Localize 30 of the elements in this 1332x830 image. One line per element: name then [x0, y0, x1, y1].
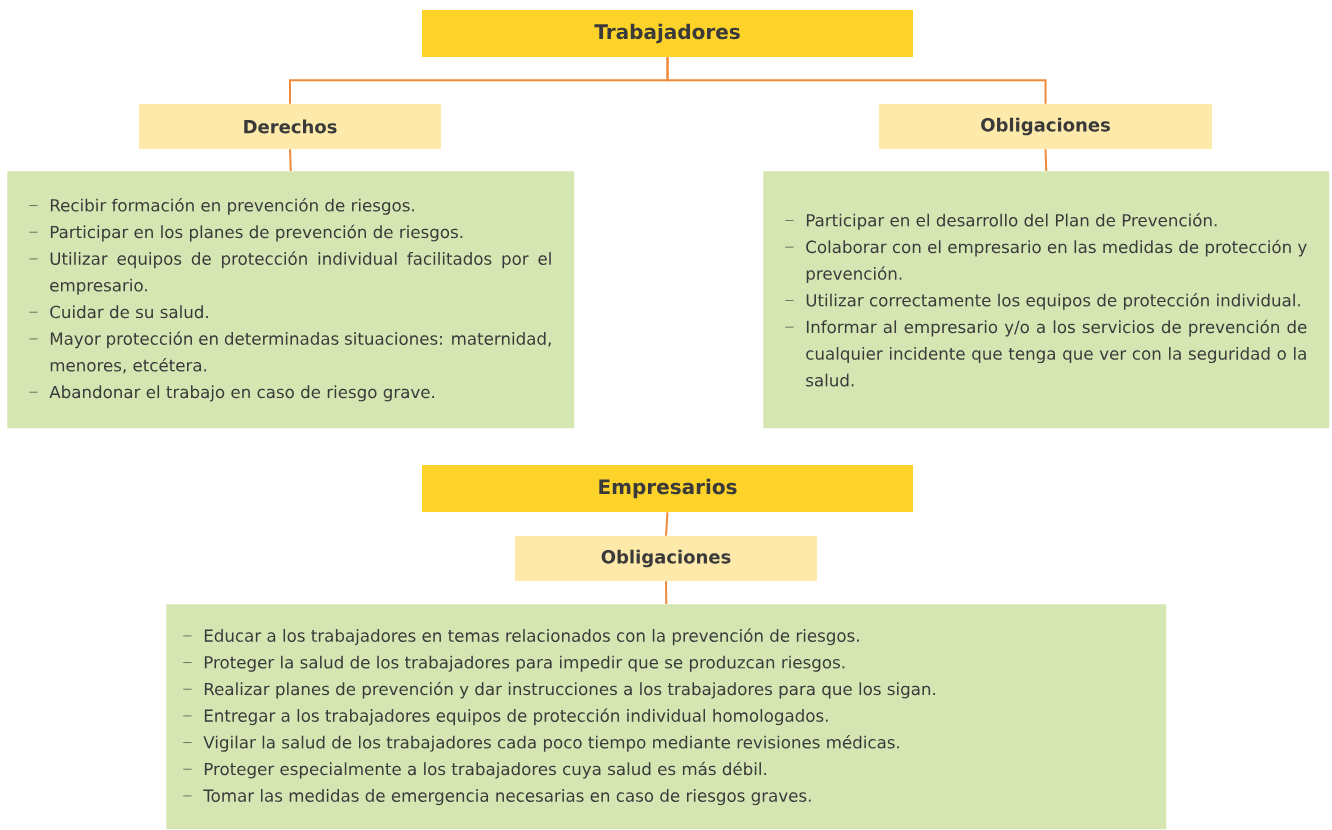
- list-item: Proteger la salud de los trabajadores para impedir que se produzcan riesgos.: [182, 655, 845, 672]
- connector-line: [666, 56, 1047, 105]
- list-item: Cuidar de su salud.: [28, 305, 208, 319]
- list-item: Tomar las medidas de emergencia necesarias en caso de riesgos graves.: [182, 789, 811, 806]
- list-item: Abandonar el trabajo en caso de riesgo grave.: [28, 385, 435, 402]
- list-box: [166, 604, 1167, 830]
- list-item: Utilizar equipos de protección individual facilitados por el empresario.: [28, 251, 551, 295]
- list-box: [7, 171, 575, 429]
- list-item: Vigilar la salud de los trabajadores cada poco tiempo mediante revisiones médicas.: [182, 735, 899, 752]
- list-item: Participar en los planes de prevención de riesgos.: [28, 224, 463, 242]
- list-box: [763, 171, 1330, 429]
- connector-line: [289, 148, 292, 172]
- list-item: Entregar a los trabajadores equipos de protección individual homologados.: [182, 708, 828, 726]
- list-item: Proteger especialmente a los trabajadores cuya salud es más débil.: [182, 761, 766, 779]
- list-item: Colaborar con el empresario en las medidas de protección y prevención.: [784, 239, 1307, 284]
- category-box: Obligaciones: [879, 104, 1212, 149]
- category-box: Derechos: [139, 104, 441, 149]
- connector-line: [1044, 148, 1048, 172]
- connector-line: [665, 580, 668, 605]
- list-item: Realizar planes de prevención y dar instrucciones a los trabajadores para que los sigan.: [182, 681, 935, 699]
- list-item: Mayor protección en determinadas situaciones: maternidad, menores, etcétera.: [28, 331, 551, 374]
- list-item: Informar al empresario y/o a los servicios de prevención de cualquier incidente que tenga que ver con la seguridad o la salud.: [784, 319, 1307, 387]
- heading-box: Trabajadores: [422, 10, 913, 57]
- list-item: Participar en el desarrollo del Plan de Prevención.: [784, 213, 1217, 230]
- list-item: Utilizar correctamente los equipos de protección individual.: [784, 293, 1300, 310]
- heading-box: Empresarios: [422, 465, 913, 512]
- category-box: Obligaciones: [515, 536, 817, 581]
- list-item: Recibir formación en prevención de riesgos.: [28, 198, 414, 215]
- list-item: Educar a los trabajadores en temas relacionados con la prevención de riesgos.: [182, 628, 859, 646]
- connector-line: [665, 511, 669, 537]
